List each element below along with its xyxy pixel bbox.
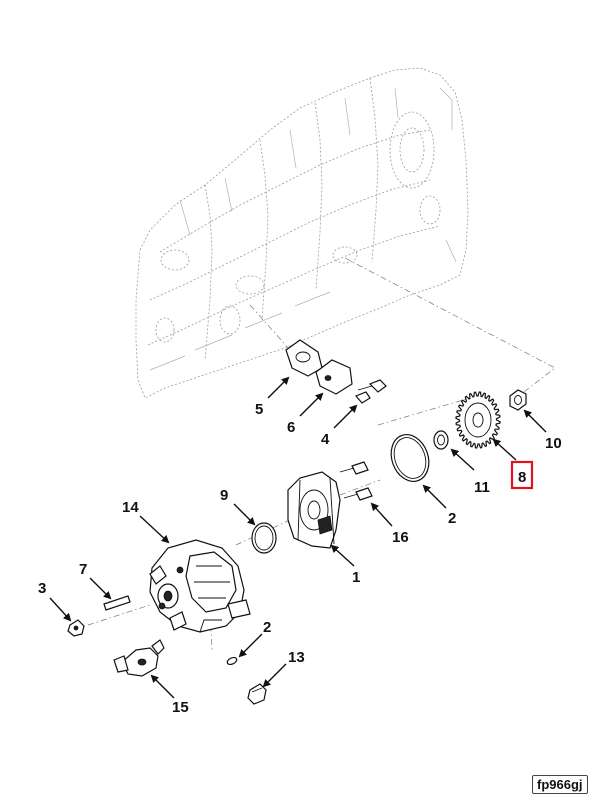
part-2-o-ring-large [390,434,430,482]
part-16-capscrews [339,461,373,501]
callout-15: 15 [172,699,189,716]
callout-7: 7 [79,561,87,578]
leader-7 [89,577,112,600]
leader-15 [150,674,175,699]
part-10-nut [509,389,527,411]
callout-6: 6 [287,419,295,436]
callout-2-lower: 2 [263,619,271,636]
leader-3 [49,597,72,622]
callout-labels: 5 6 4 10 11 8 2 16 1 9 14 7 3 2 13 15 [38,401,562,716]
part-8-drive-gear [455,391,501,449]
leader-9 [233,503,256,526]
part-6-cover-plate [315,359,353,395]
callout-2-upper: 2 [448,510,456,527]
leader-13 [262,663,287,688]
callout-1: 1 [352,569,360,586]
part-1-pump-housing [287,471,341,549]
leader-10 [523,409,547,433]
leader-16 [370,502,393,527]
leader-5 [267,376,290,399]
callout-8: 8 [518,469,526,486]
callout-10: 10 [545,435,562,452]
part-4-screws [354,379,387,404]
part-5-gasket [285,339,323,377]
leader-1 [330,544,355,567]
callout-9: 9 [220,487,228,504]
engine-block-outline [135,67,469,399]
callout-16: 16 [392,529,409,546]
leader-6 [299,392,324,417]
leader-lines [49,376,547,699]
leader-2-upper [422,484,447,509]
leader-2-lower [238,633,263,658]
part-13-plug [247,683,267,705]
part-11-seal-ring [433,430,449,450]
leader-4 [333,404,358,429]
part-2-o-ring-small [226,656,238,666]
callout-11: 11 [474,479,490,496]
callout-14: 14 [122,499,139,516]
leader-11 [450,448,475,471]
part-7-stud [103,595,131,611]
callout-8-highlight-box [510,460,534,490]
callout-5: 5 [255,401,263,418]
part-9-o-ring [251,522,277,554]
part-14-fuel-pump [149,539,251,633]
callout-13: 13 [288,649,305,666]
callout-3: 3 [38,580,46,597]
figure-id-label: fp966gj [532,775,588,794]
leader-8 [492,438,517,461]
callout-4: 4 [321,431,330,448]
leader-14 [139,515,170,544]
part-15-valve [113,639,165,677]
part-3-nut [67,619,85,637]
